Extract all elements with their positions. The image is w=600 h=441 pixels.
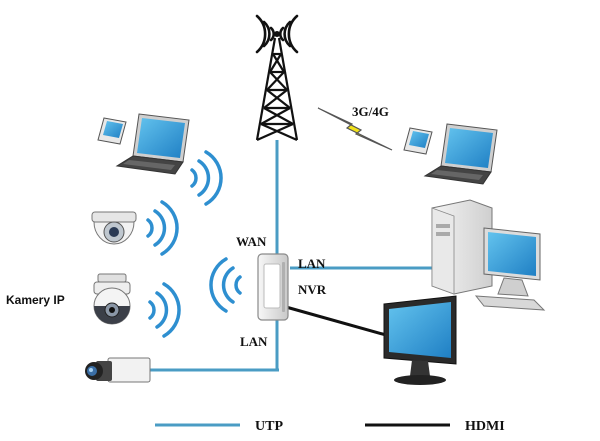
label-wan: WAN — [236, 234, 267, 249]
legend-hdmi-label: HDMI — [465, 419, 505, 434]
label-lan-camera: LAN — [240, 334, 268, 349]
bullet-camera-icon — [85, 357, 151, 383]
label-nvr: NVR — [298, 282, 327, 297]
cell-tower-icon — [255, 14, 299, 142]
label-ip-cameras: Kamery IP — [6, 293, 65, 307]
monitor-icon — [383, 295, 457, 385]
nvr-device-icon — [257, 253, 289, 321]
laptop-remote-icon — [423, 123, 498, 185]
label-lan-pc: LAN — [298, 256, 326, 271]
hdmi-cable — [285, 305, 387, 337]
pda-icon — [97, 117, 127, 145]
dome-camera-icon — [91, 211, 137, 245]
utp-cable-lan-camera — [150, 318, 279, 372]
pda-remote-icon — [403, 127, 433, 155]
laptop-icon — [115, 113, 190, 175]
ptz-camera-icon — [93, 273, 131, 325]
legend: UTP HDMI — [155, 419, 505, 434]
wifi-dome-camera-icon — [146, 200, 179, 256]
label-3g-4g: 3G/4G — [352, 104, 389, 119]
wifi-nvr-icon — [209, 257, 242, 313]
lightning-bolt-icon — [317, 107, 393, 151]
wifi-laptop-icon — [190, 150, 223, 206]
desktop-pc-icon — [431, 199, 546, 311]
legend-utp-label: UTP — [255, 419, 283, 434]
wifi-ptz-camera-icon — [148, 282, 181, 338]
